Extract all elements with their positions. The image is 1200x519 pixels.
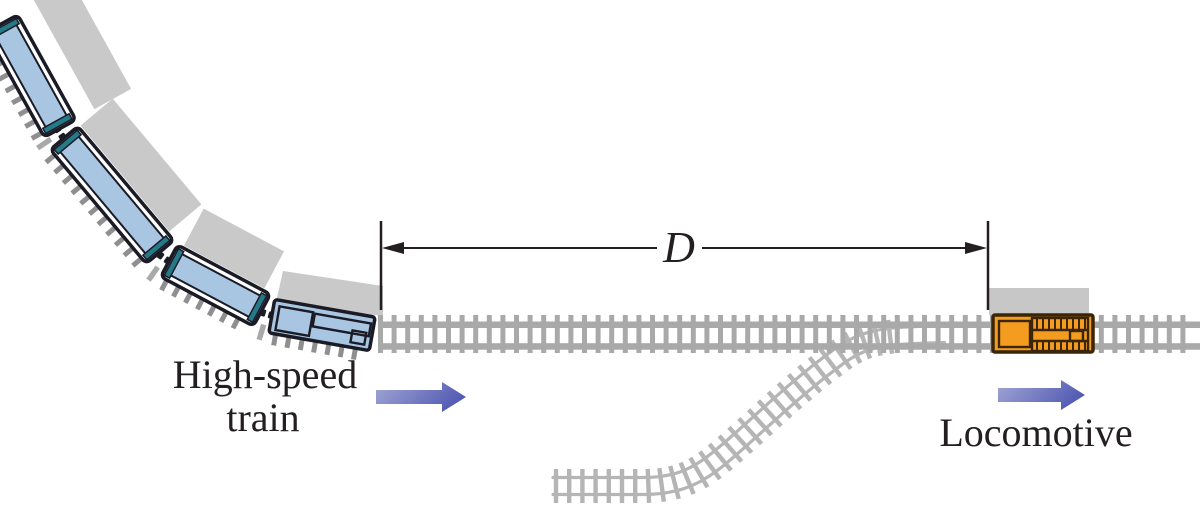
passenger-car	[50, 126, 174, 264]
dimension-arrowhead-right-icon	[965, 242, 987, 254]
locomotive-label: Locomotive	[939, 410, 1132, 455]
dimension-arrowhead-left-icon	[382, 242, 404, 254]
high-speed-train	[0, 14, 377, 352]
locomotive-hood	[1030, 316, 1090, 353]
passenger-car	[160, 244, 271, 327]
distance-dimension: D	[379, 221, 990, 310]
locomotive-velocity-arrow-icon	[998, 380, 1085, 410]
ballast-segment	[183, 208, 285, 289]
locomotive-shadow	[989, 288, 1089, 315]
train-velocity-arrow-icon	[376, 382, 466, 412]
ballast-segment	[80, 98, 202, 232]
distance-label: D	[662, 223, 695, 272]
locomotive-window	[1068, 329, 1085, 343]
locomotive	[989, 288, 1095, 354]
power-car	[267, 298, 377, 352]
locomotive-vents	[1036, 319, 1086, 350]
train-label-line1: High-speed	[173, 352, 357, 397]
main-track-rail-top	[378, 321, 1200, 328]
locomotive-cab	[997, 319, 1032, 349]
ballast-segment	[28, 0, 132, 110]
main-track-rail-bottom	[378, 343, 1200, 350]
curved-track-ballast	[28, 0, 383, 316]
passenger-car	[0, 14, 76, 138]
train-label-line2: train	[226, 395, 299, 440]
siding-rail	[551, 340, 947, 497]
